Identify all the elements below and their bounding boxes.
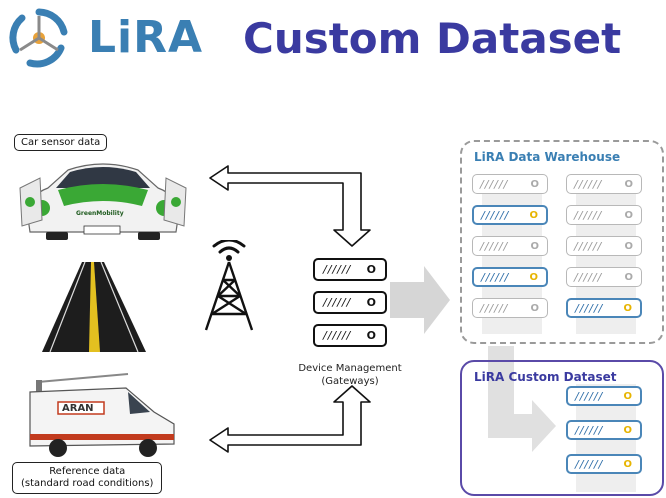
- warehouse-server: ////// O: [566, 174, 642, 194]
- server-indicator-icon: O: [366, 263, 377, 276]
- server-slashes: //////: [575, 389, 604, 403]
- reference-label-line1: Reference data: [49, 466, 126, 477]
- warehouse-title: LiRA Data Warehouse: [474, 150, 621, 164]
- warehouse-server: ////// O: [472, 205, 548, 225]
- server-indicator-icon: O: [624, 178, 634, 190]
- car-brand-text: GreenMobility: [76, 210, 124, 217]
- server-indicator-icon: O: [530, 240, 540, 252]
- server-indicator-icon: O: [530, 178, 540, 190]
- logo-text: LiRA: [88, 12, 204, 63]
- arrow-from-van: [209, 385, 371, 453]
- warehouse-server: ////// O: [472, 298, 548, 318]
- gateway-server: ////// O: [313, 291, 387, 314]
- arrow-to-car: [209, 165, 371, 247]
- gateway-server: ////// O: [313, 324, 387, 347]
- server-indicator-icon: O: [366, 296, 377, 309]
- server-slashes: //////: [481, 208, 510, 222]
- custom-dataset-panel: LiRA Custom Dataset //////O//////O//////…: [460, 360, 664, 496]
- arrow-to-custom-dataset: [488, 346, 556, 452]
- server-indicator-icon: O: [529, 209, 539, 221]
- warehouse-server: ////// O: [472, 267, 548, 287]
- warehouse-server: ////// O: [566, 205, 642, 225]
- server-indicator-icon: O: [530, 302, 540, 314]
- server-slashes: //////: [575, 423, 604, 437]
- custom-dataset-server: ////// O: [566, 386, 642, 406]
- car-sensor-label: Car sensor data: [14, 134, 108, 151]
- page-title: Custom Dataset: [243, 14, 622, 63]
- warehouse-server: ////// O: [472, 236, 548, 256]
- server-indicator-icon: O: [366, 329, 377, 342]
- server-indicator-icon: O: [624, 240, 634, 252]
- server-slashes: //////: [481, 270, 510, 284]
- lira-logo-icon: [9, 8, 68, 68]
- warehouse-server: ////// O: [472, 174, 548, 194]
- server-indicator-icon: O: [529, 271, 539, 283]
- server-slashes: //////: [480, 301, 509, 315]
- server-slashes: //////: [574, 239, 603, 253]
- road-image: [42, 262, 146, 352]
- server-slashes: //////: [323, 263, 352, 276]
- custom-dataset-server: ////// O: [566, 454, 642, 474]
- warehouse-server: ////// O: [566, 298, 642, 318]
- custom-dataset-server: ////// O: [566, 420, 642, 440]
- server-slashes: //////: [323, 329, 352, 342]
- server-slashes: //////: [575, 301, 604, 315]
- gateway-server: ////// O: [313, 258, 387, 281]
- reference-label-line2: (standard road conditions): [21, 478, 154, 489]
- server-indicator-icon: O: [623, 390, 633, 402]
- antenna-tower-icon: [204, 240, 254, 331]
- server-slashes: //////: [574, 270, 603, 284]
- server-slashes: //////: [574, 177, 603, 191]
- server-indicator-icon: O: [623, 302, 633, 314]
- server-slashes: //////: [480, 177, 509, 191]
- custom-dataset-title: LiRA Custom Dataset: [474, 370, 617, 384]
- server-indicator-icon: O: [623, 458, 633, 470]
- server-indicator-icon: O: [624, 209, 634, 221]
- gateway-label: Device Management (Gateways): [290, 362, 410, 388]
- server-slashes: //////: [574, 208, 603, 222]
- server-slashes: //////: [323, 296, 352, 309]
- gateway-label-line2: (Gateways): [321, 376, 379, 387]
- server-slashes: //////: [480, 239, 509, 253]
- car-image: [19, 163, 187, 240]
- van-brand-text: ARAN: [62, 403, 94, 414]
- warehouse-server: ////// O: [566, 267, 642, 287]
- arrow-to-warehouse: [390, 266, 450, 334]
- reference-data-label: Reference data (standard road conditions…: [12, 462, 163, 494]
- gateway-label-line1: Device Management: [298, 363, 402, 374]
- data-warehouse-panel: LiRA Data Warehouse //////O//////O//////…: [460, 140, 664, 344]
- van-image: [29, 373, 175, 457]
- server-indicator-icon: O: [624, 271, 634, 283]
- server-slashes: //////: [575, 457, 604, 471]
- warehouse-server: ////// O: [566, 236, 642, 256]
- server-indicator-icon: O: [623, 424, 633, 436]
